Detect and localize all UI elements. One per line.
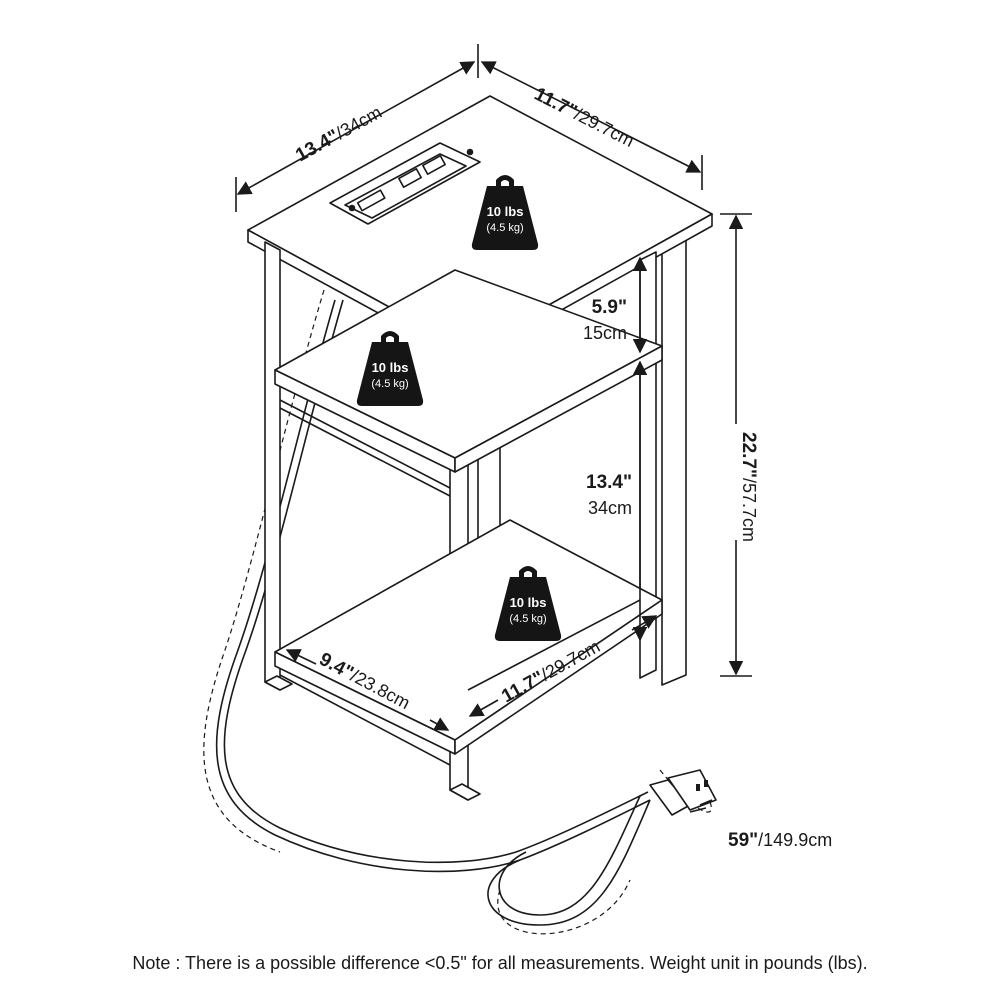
weight-badge-bottom: 10 lbs (4.5 kg) xyxy=(494,566,562,641)
dim-label-lower-gap-in: 13.4" xyxy=(586,472,632,493)
weight-label-kg: (4.5 kg) xyxy=(486,222,523,234)
weight-badge-middle: 10 lbs (4.5 kg) xyxy=(356,331,424,406)
dim-label-cord-length: 59"/149.9cm xyxy=(728,830,832,851)
weight-label-lbs: 10 lbs xyxy=(487,204,524,219)
plug xyxy=(649,769,717,816)
dim-label-upper-gap-cm: 15cm xyxy=(583,323,627,343)
svg-text:22.7"/57.7cm: 22.7"/57.7cm xyxy=(738,432,759,542)
middle-shelf xyxy=(274,269,663,473)
weight-label-kg: (4.5 kg) xyxy=(371,378,408,390)
side-braces xyxy=(279,399,641,766)
weight-badge-top: 10 lbs (4.5 kg) xyxy=(471,175,539,250)
weight-label-lbs: 10 lbs xyxy=(510,595,547,610)
weight-label-lbs: 10 lbs xyxy=(372,360,409,375)
dim-label-top-depth: 13.4"/34cm xyxy=(292,102,385,166)
svg-text:13.4"/34cm: 13.4"/34cm xyxy=(292,102,385,166)
dim-label-height: 22.7"/57.7cm xyxy=(738,432,759,542)
measurement-note: Note : There is a possible difference <0… xyxy=(132,953,868,973)
table-drawing xyxy=(203,95,717,935)
dimension-lines xyxy=(235,44,752,731)
weight-label-kg: (4.5 kg) xyxy=(509,613,546,625)
dim-label-lower-gap-cm: 34cm xyxy=(588,498,632,518)
leg-feet xyxy=(264,675,481,801)
bottom-shelf xyxy=(274,519,663,755)
dim-label-upper-gap-in: 5.9" xyxy=(592,297,627,318)
